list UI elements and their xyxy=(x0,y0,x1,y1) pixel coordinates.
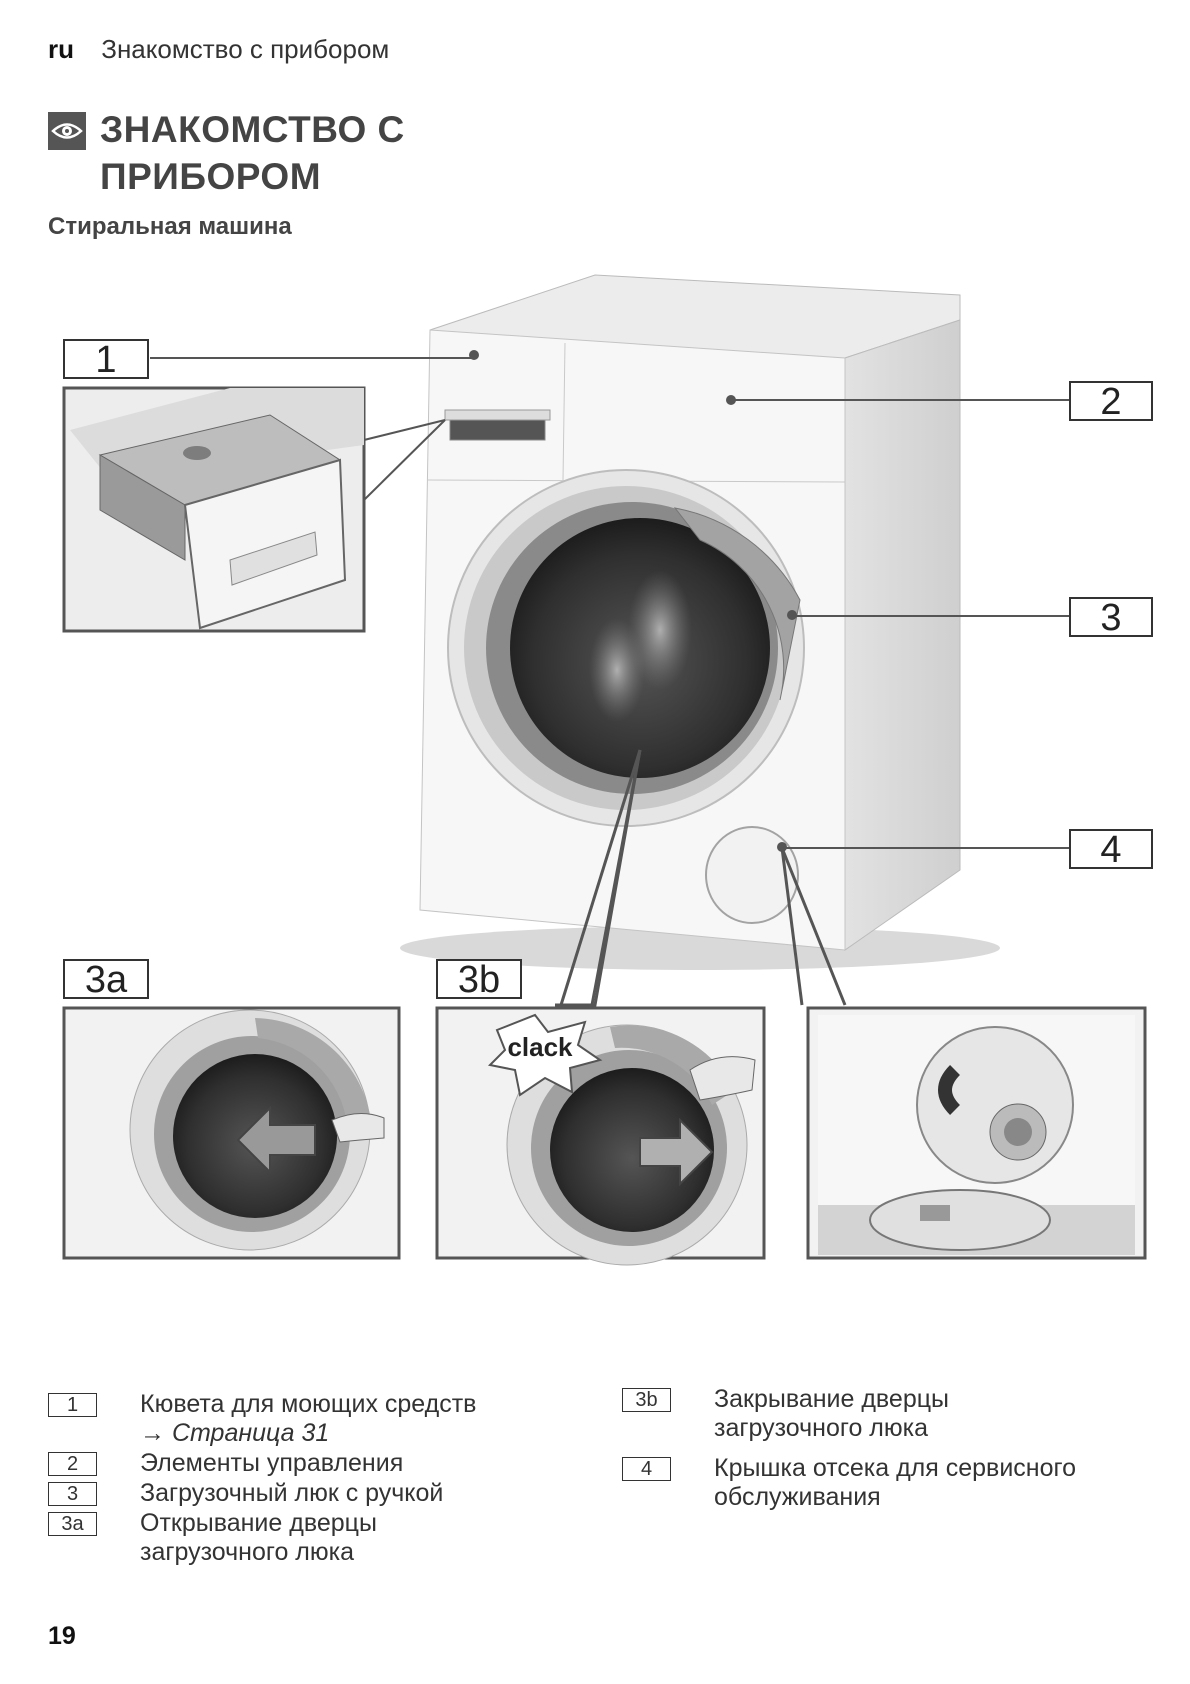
inset-detergent-drawer xyxy=(62,386,366,633)
legend-text: Крышка отсека для сервисного xyxy=(714,1454,1076,1482)
legend-code: 4 xyxy=(622,1457,671,1481)
eye-icon xyxy=(48,112,86,150)
legend-text: Элементы управления xyxy=(140,1449,404,1477)
door xyxy=(447,469,805,827)
callout-3a-label: 3a xyxy=(85,959,128,1001)
inset-closing-door: clack xyxy=(435,1006,766,1266)
legend-code: 3 xyxy=(48,1482,97,1506)
page-number: 19 xyxy=(48,1622,76,1650)
page-heading: ЗНАКОМСТВО С ПРИБОРОМ xyxy=(100,106,405,200)
inset-service-hatch xyxy=(806,1006,1147,1260)
legend-text: Закрывание дверцы xyxy=(714,1385,950,1413)
legend-right: 3b Закрывание дверцы загрузочного люка 4… xyxy=(622,1385,1162,1528)
page-heading-line1: ЗНАКОМСТВО С xyxy=(100,109,405,150)
legend-code: 3a xyxy=(48,1512,97,1536)
legend-text: загрузочного люка xyxy=(714,1414,929,1442)
legend-text: обслуживания xyxy=(714,1483,881,1511)
legend-code: 1 xyxy=(48,1393,97,1417)
clack-text: clack xyxy=(507,1032,573,1062)
washing-machine-illustration: 1 2 3 4 3a 3b clack xyxy=(62,274,1153,1266)
arrow-icon: → xyxy=(140,1419,165,1447)
callout-leaders xyxy=(150,357,1070,849)
legend-text: загрузочного люка xyxy=(140,1538,355,1566)
callout-3-label: 3 xyxy=(1100,597,1121,639)
legend-code: 2 xyxy=(48,1452,97,1476)
callout-4-label: 4 xyxy=(1100,829,1121,871)
callout-3b-label: 3b xyxy=(458,959,500,1001)
language-code: ru xyxy=(48,34,74,64)
legend-text: Кювета для моющих средств xyxy=(140,1390,477,1418)
callout-2-label: 2 xyxy=(1100,381,1121,423)
service-hatch xyxy=(705,826,799,924)
legend-code: 3b xyxy=(622,1388,671,1412)
legend-text: Открывание дверцы xyxy=(140,1509,377,1537)
page-reference-link[interactable]: Страница 31 xyxy=(171,1419,330,1447)
legend-left: 1 Кювета для моющих средств → Страница 3… xyxy=(48,1390,608,1593)
inset-opening-door xyxy=(62,1006,401,1260)
page-header: ru Знакомство с прибором xyxy=(48,34,389,65)
page-heading-line2: ПРИБОРОМ xyxy=(100,156,322,197)
subtitle: Стиральная машина xyxy=(48,213,292,240)
legend-text: Загрузочный люк с ручкой xyxy=(140,1479,444,1507)
section-title: Знакомство с прибором xyxy=(101,34,390,64)
callout-1-label: 1 xyxy=(95,339,116,381)
